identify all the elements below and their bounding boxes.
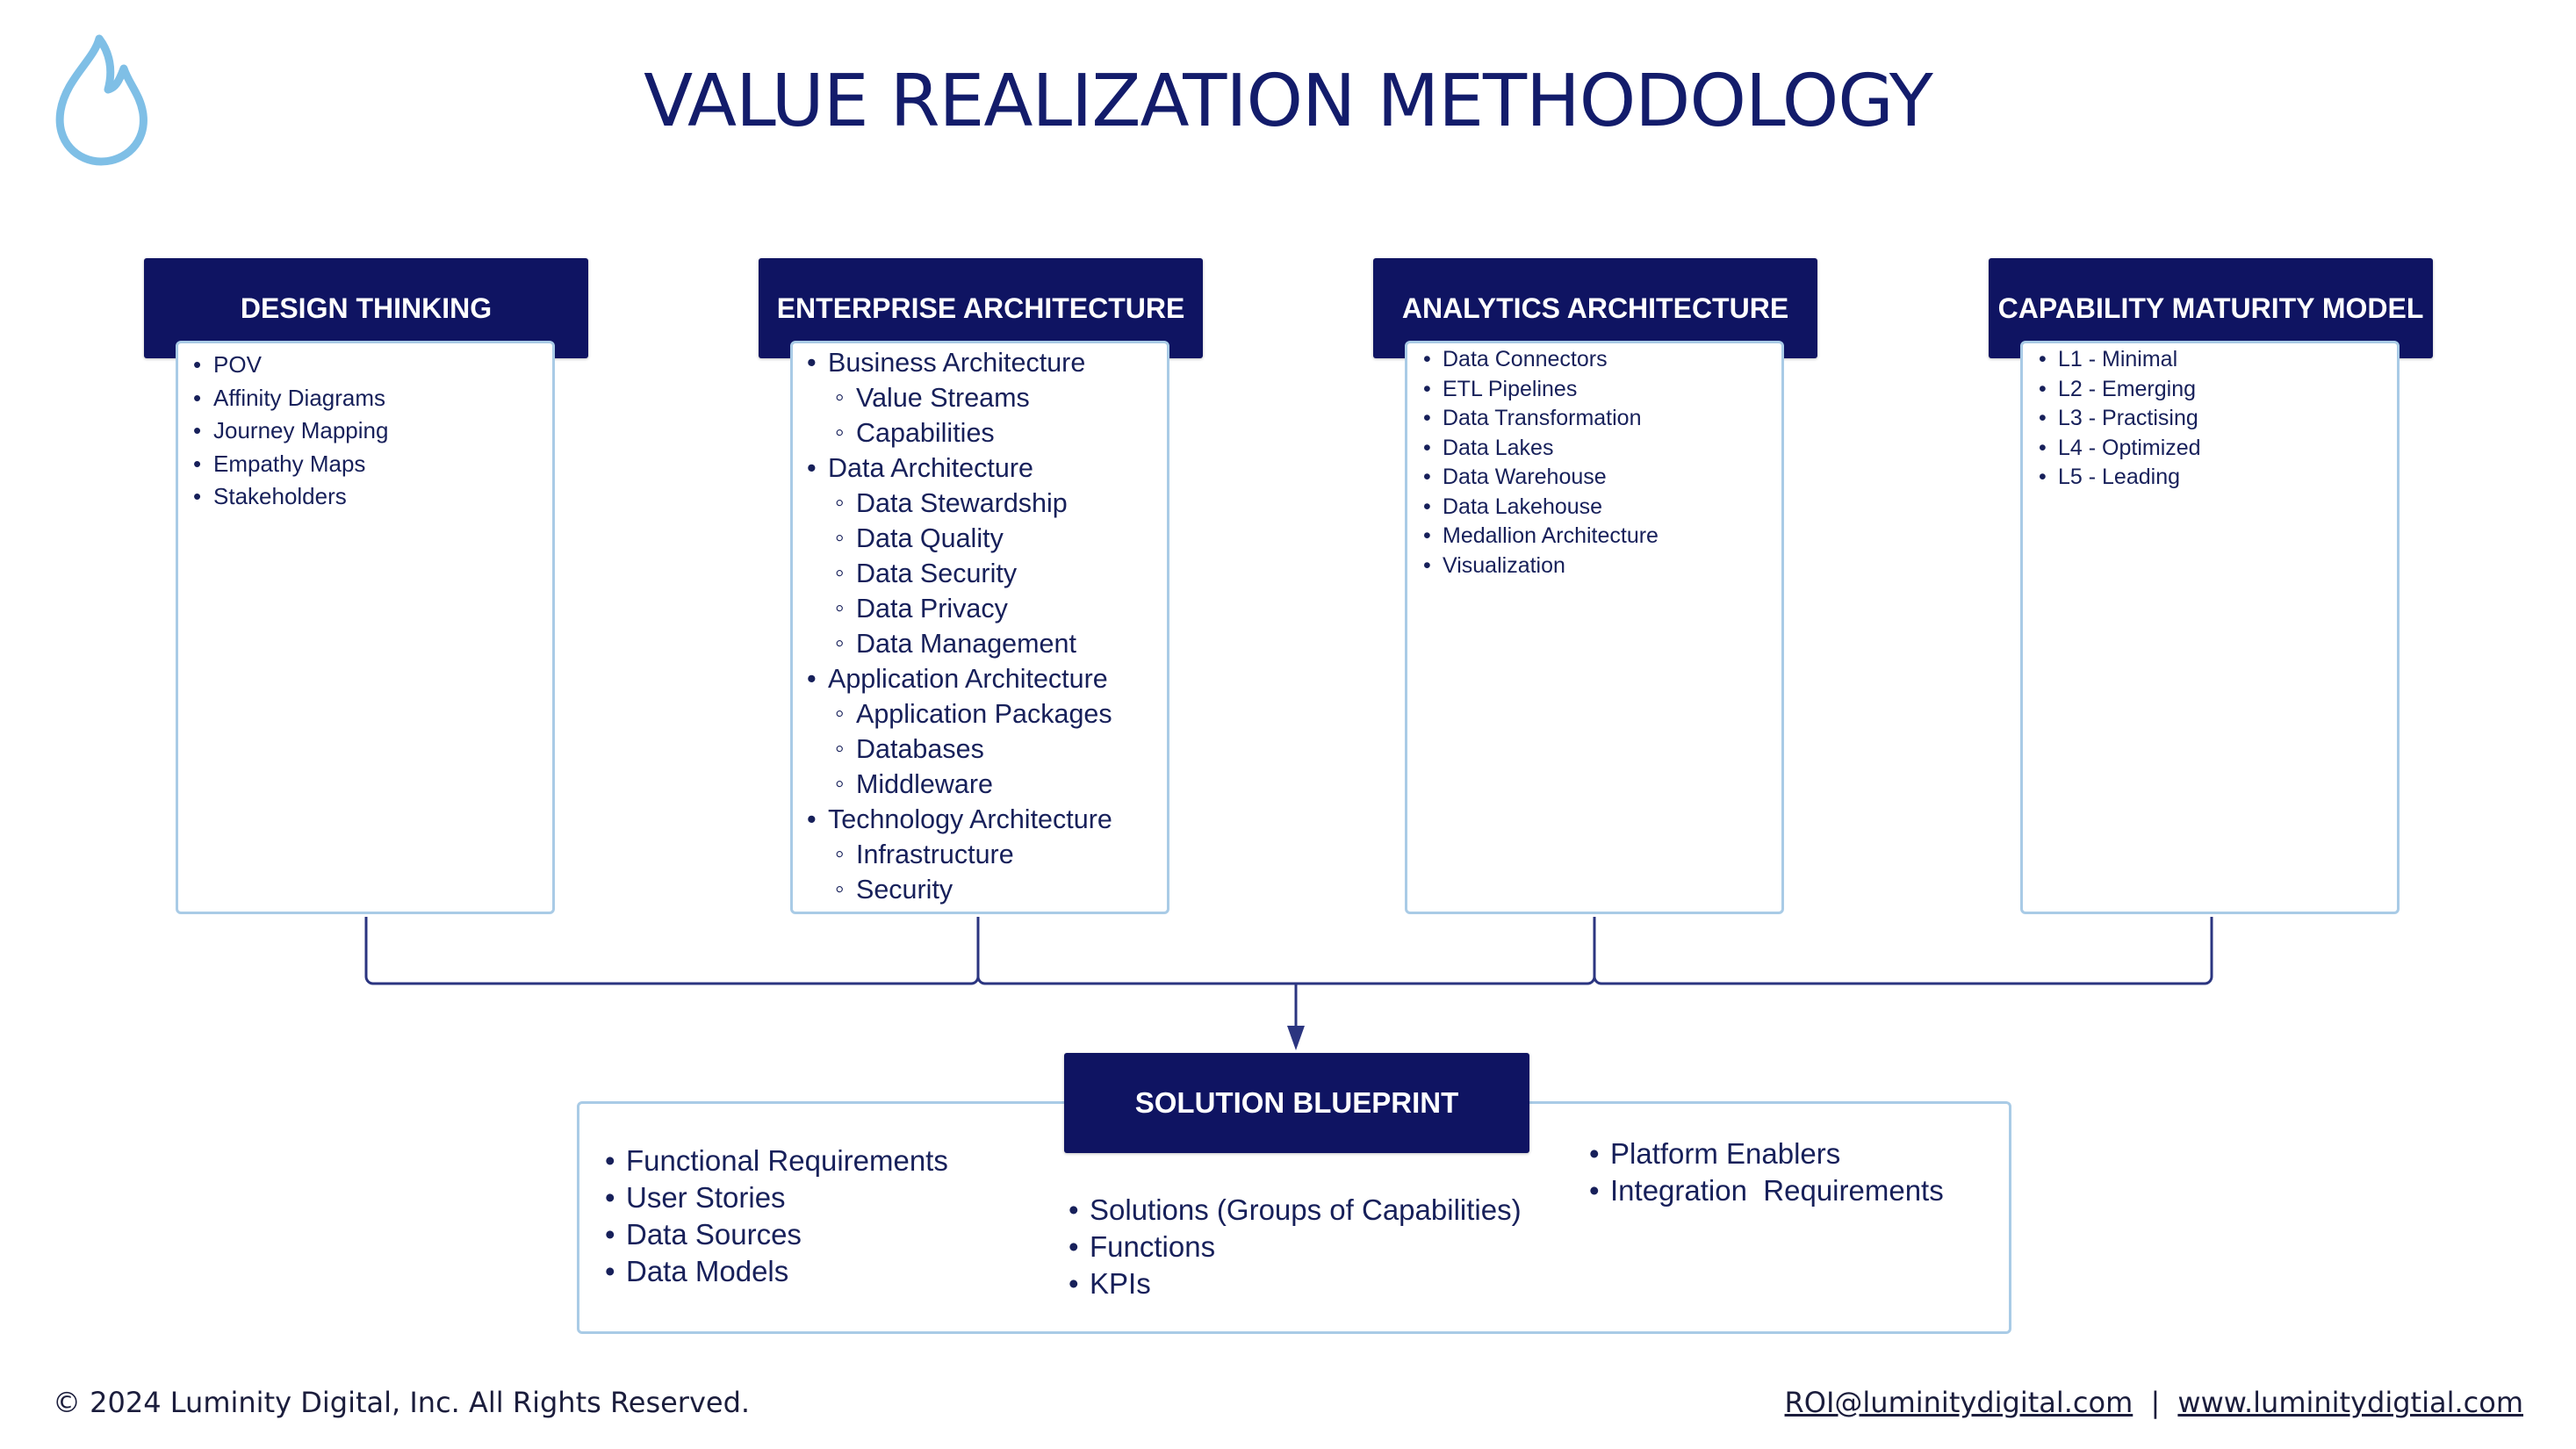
list-item: POV <box>178 349 552 382</box>
list-item: Capabilities <box>793 415 1167 451</box>
capability-maturity-model-box: L1 - Minimal L2 - Emerging L3 - Practisi… <box>2020 341 2400 914</box>
blueprint-right-list: Platform Enablers Integration Requiremen… <box>1586 1135 1944 1209</box>
list-item: Data Quality <box>793 521 1167 556</box>
list-item: Data Security <box>793 556 1167 591</box>
list-item: L2 - Emerging <box>2023 375 2397 405</box>
list-item: Affinity Diagrams <box>178 382 552 415</box>
list-item: Functions <box>1065 1229 1522 1265</box>
list-item: Data Lakehouse <box>1407 493 1781 523</box>
list-item: Databases <box>793 732 1167 767</box>
list-item: ETL Pipelines <box>1407 375 1781 405</box>
copyright-text: © 2024 Luminity Digital, Inc. All Rights… <box>53 1386 751 1419</box>
flame-logo-icon <box>55 34 148 166</box>
analytics-architecture-box: Data Connectors ETL Pipelines Data Trans… <box>1405 341 1784 914</box>
list-item: Journey Mapping <box>178 415 552 448</box>
list-item: L4 - Optimized <box>2023 434 2397 464</box>
list-item: Data Lakes <box>1407 434 1781 464</box>
design-thinking-box: POV Affinity Diagrams Journey Mapping Em… <box>176 341 555 914</box>
list-item: Data Stewardship <box>793 486 1167 521</box>
list-item: Integration Requirements <box>1586 1172 1944 1209</box>
list-item: Data Management <box>793 626 1167 661</box>
list-item: Technology Architecture <box>793 802 1167 837</box>
list-item: Business Architecture <box>793 345 1167 380</box>
list-item: Data Warehouse <box>1407 463 1781 493</box>
list-item: Stakeholders <box>178 480 552 514</box>
footer-links: ROI@luminitydigital.com | www.luminitydi… <box>1785 1386 2523 1419</box>
list-item: Data Privacy <box>793 591 1167 626</box>
list-item: Data Sources <box>601 1216 948 1253</box>
solution-blueprint-header: SOLUTION BLUEPRINT <box>1064 1053 1529 1153</box>
website-link[interactable]: www.luminitydigtial.com <box>2177 1386 2523 1419</box>
list-item: Data Models <box>601 1253 948 1290</box>
list-item: Data Transformation <box>1407 404 1781 434</box>
list-item: Data Connectors <box>1407 345 1781 375</box>
list-item: Value Streams <box>793 380 1167 415</box>
list-item: KPIs <box>1065 1265 1522 1302</box>
list-item: Data Architecture <box>793 451 1167 486</box>
list-item: L1 - Minimal <box>2023 345 2397 375</box>
list-item: Empathy Maps <box>178 448 552 481</box>
list-item: User Stories <box>601 1179 948 1216</box>
list-item: L3 - Practising <box>2023 404 2397 434</box>
list-item: Solutions (Groups of Capabilities) <box>1065 1192 1522 1229</box>
list-item: Application Architecture <box>793 661 1167 696</box>
list-item: Visualization <box>1407 551 1781 581</box>
list-item: Platform Enablers <box>1586 1135 1944 1172</box>
page-title: VALUE REALIZATION METHODOLOGY <box>644 60 1933 143</box>
list-item: Security <box>793 872 1167 907</box>
list-item: Medallion Architecture <box>1407 522 1781 551</box>
list-item: Functional Requirements <box>601 1143 948 1179</box>
list-item: Middleware <box>793 767 1167 802</box>
enterprise-architecture-box: Business Architecture Value Streams Capa… <box>790 341 1169 914</box>
solution-blueprint-box: Functional Requirements User Stories Dat… <box>577 1101 2011 1334</box>
blueprint-left-list: Functional Requirements User Stories Dat… <box>601 1143 948 1290</box>
list-item: Infrastructure <box>793 837 1167 872</box>
list-item: Application Packages <box>793 696 1167 732</box>
blueprint-center-list: Solutions (Groups of Capabilities) Funct… <box>1065 1192 1522 1302</box>
email-link[interactable]: ROI@luminitydigital.com <box>1784 1386 2133 1419</box>
list-item: L5 - Leading <box>2023 463 2397 493</box>
footer-separator: | <box>2150 1386 2161 1419</box>
